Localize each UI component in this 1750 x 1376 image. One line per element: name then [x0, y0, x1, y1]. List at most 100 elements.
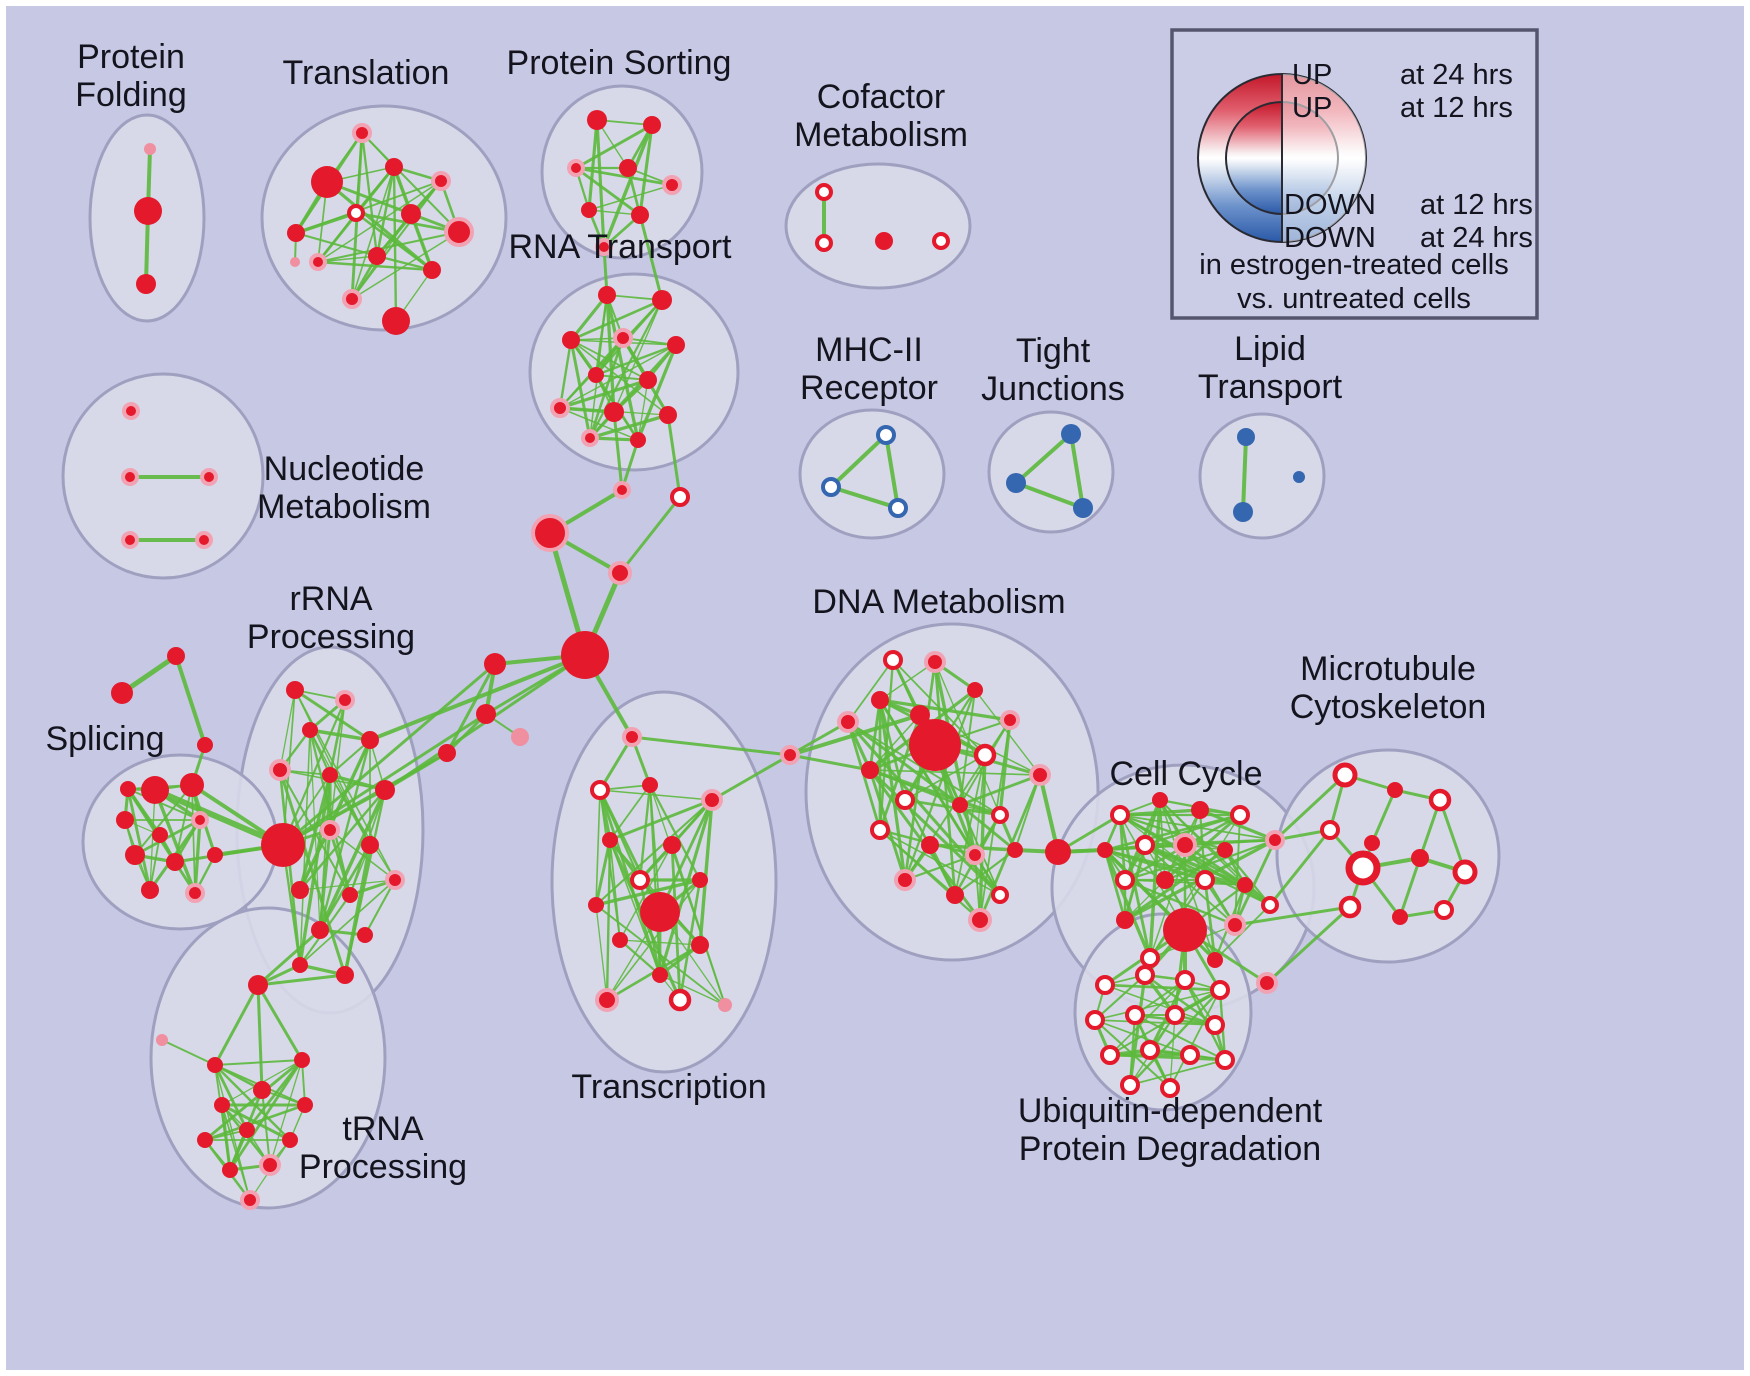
network-node-156[interactable] — [1428, 788, 1452, 812]
network-node-178[interactable] — [1160, 1078, 1180, 1098]
network-node-96[interactable] — [590, 780, 610, 800]
network-node-97[interactable] — [642, 777, 658, 793]
network-node-168[interactable] — [1210, 980, 1230, 1000]
network-node-91[interactable] — [484, 653, 506, 675]
network-node-191[interactable] — [240, 1190, 260, 1210]
network-node-140[interactable] — [1135, 835, 1155, 855]
network-node-70[interactable] — [335, 690, 355, 710]
network-node-38[interactable] — [815, 234, 833, 252]
network-node-1[interactable] — [134, 197, 162, 225]
network-node-101[interactable] — [630, 870, 650, 890]
network-node-128[interactable] — [1007, 842, 1023, 858]
network-node-5[interactable] — [385, 158, 403, 176]
network-node-34[interactable] — [659, 406, 677, 424]
network-node-131[interactable] — [991, 886, 1009, 904]
network-node-165[interactable] — [1095, 975, 1115, 995]
network-node-118[interactable] — [909, 719, 961, 771]
network-node-52[interactable] — [200, 468, 218, 486]
network-node-27[interactable] — [562, 331, 580, 349]
network-node-171[interactable] — [1165, 1005, 1185, 1025]
network-node-82[interactable] — [311, 921, 329, 939]
network-node-124[interactable] — [991, 806, 1009, 824]
network-node-138[interactable] — [1265, 830, 1285, 850]
network-node-122[interactable] — [895, 790, 915, 810]
network-node-49[interactable] — [1293, 471, 1305, 483]
network-node-149[interactable] — [1224, 914, 1246, 936]
network-node-110[interactable] — [718, 998, 732, 1012]
network-node-93[interactable] — [511, 728, 529, 746]
network-node-137[interactable] — [1230, 805, 1250, 825]
network-node-151[interactable] — [1140, 948, 1160, 968]
network-node-65[interactable] — [207, 847, 223, 863]
network-node-169[interactable] — [1085, 1010, 1105, 1030]
network-node-115[interactable] — [871, 691, 889, 709]
network-node-123[interactable] — [952, 797, 968, 813]
network-node-36[interactable] — [581, 429, 599, 447]
network-node-85[interactable] — [336, 966, 354, 984]
network-node-25[interactable] — [598, 286, 616, 304]
network-node-111[interactable] — [837, 711, 859, 733]
network-node-162[interactable] — [1338, 895, 1362, 919]
network-node-13[interactable] — [423, 261, 441, 279]
network-node-119[interactable] — [973, 743, 997, 767]
network-node-61[interactable] — [152, 827, 168, 843]
network-node-105[interactable] — [691, 936, 709, 954]
network-node-0[interactable] — [144, 143, 156, 155]
network-node-175[interactable] — [1180, 1045, 1200, 1065]
network-node-59[interactable] — [180, 773, 204, 797]
network-node-173[interactable] — [1100, 1045, 1120, 1065]
network-node-44[interactable] — [1061, 424, 1081, 444]
network-node-134[interactable] — [1110, 805, 1130, 825]
network-node-23[interactable] — [631, 206, 649, 224]
network-node-4[interactable] — [311, 166, 343, 198]
network-node-108[interactable] — [595, 988, 619, 1012]
network-node-153[interactable] — [1256, 972, 1278, 994]
network-node-72[interactable] — [361, 731, 379, 749]
network-node-22[interactable] — [581, 202, 597, 218]
network-node-147[interactable] — [1163, 908, 1207, 952]
network-node-43[interactable] — [888, 498, 908, 518]
network-node-114[interactable] — [967, 682, 983, 698]
network-node-129[interactable] — [894, 869, 916, 891]
network-node-56[interactable] — [167, 647, 185, 665]
network-node-77[interactable] — [320, 820, 340, 840]
network-node-103[interactable] — [640, 892, 680, 932]
network-node-167[interactable] — [1175, 970, 1195, 990]
network-node-139[interactable] — [1097, 842, 1113, 858]
network-node-84[interactable] — [292, 957, 308, 973]
network-node-142[interactable] — [1217, 842, 1233, 858]
network-node-6[interactable] — [431, 171, 451, 191]
network-node-35[interactable] — [630, 432, 646, 448]
network-node-186[interactable] — [197, 1132, 213, 1148]
network-node-184[interactable] — [253, 1081, 271, 1099]
network-node-98[interactable] — [701, 789, 723, 811]
network-node-80[interactable] — [342, 887, 358, 903]
network-node-102[interactable] — [692, 872, 708, 888]
network-node-130[interactable] — [946, 886, 964, 904]
network-node-127[interactable] — [965, 845, 985, 865]
network-node-133[interactable] — [1045, 839, 1071, 865]
network-node-55[interactable] — [111, 682, 133, 704]
network-node-125[interactable] — [870, 820, 890, 840]
network-node-190[interactable] — [259, 1154, 281, 1176]
network-node-136[interactable] — [1191, 801, 1209, 819]
network-node-33[interactable] — [604, 402, 624, 422]
network-node-154[interactable] — [1332, 762, 1358, 788]
network-node-78[interactable] — [361, 836, 379, 854]
network-node-31[interactable] — [639, 371, 657, 389]
network-node-161[interactable] — [1452, 859, 1478, 885]
network-node-183[interactable] — [214, 1097, 230, 1113]
network-node-120[interactable] — [1029, 764, 1051, 786]
network-node-28[interactable] — [613, 328, 633, 348]
network-node-7[interactable] — [287, 224, 305, 242]
network-node-116[interactable] — [910, 705, 930, 725]
network-node-48[interactable] — [1233, 502, 1253, 522]
network-node-135[interactable] — [1152, 792, 1168, 808]
network-node-150[interactable] — [1261, 896, 1279, 914]
network-node-19[interactable] — [567, 159, 585, 177]
network-node-152[interactable] — [1207, 952, 1223, 968]
network-node-41[interactable] — [876, 425, 896, 445]
network-node-40[interactable] — [932, 232, 950, 250]
network-node-51[interactable] — [121, 468, 139, 486]
network-node-113[interactable] — [924, 651, 946, 673]
